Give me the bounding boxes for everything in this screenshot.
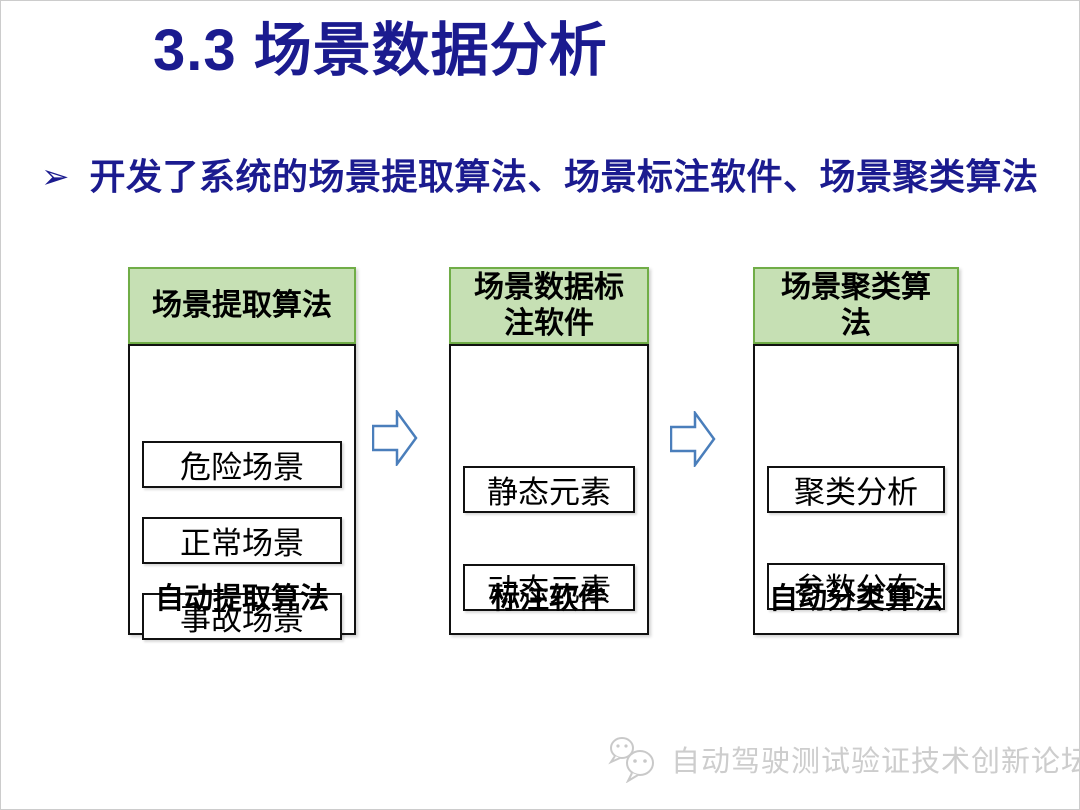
column-header: 场景提取算法: [128, 267, 356, 344]
watermark-text: 自动驾驶测试验证技术创新论坛: [671, 746, 1080, 778]
item-box: 正常场景: [142, 517, 342, 564]
item-box: 参数分布: [767, 563, 945, 610]
item-box: 静态元素: [463, 466, 635, 513]
page-title: 3.3 场景数据分析: [153, 18, 608, 83]
item-box: 事故场景: [142, 593, 342, 640]
column-scene-extraction: 场景提取算法 危险场景 正常场景 事故场景 自动提取算法: [128, 267, 356, 640]
column-body: 静态元素 动态元素 标注软件: [449, 344, 649, 635]
item-box: 动态元素: [463, 564, 635, 611]
column-annotation-software: 场景数据标注软件 静态元素 动态元素 标注软件: [449, 267, 649, 635]
column-footer: 标注软件: [490, 583, 607, 615]
bullet-text: 开发了系统的场景提取算法、场景标注软件、场景聚类算法: [89, 156, 1039, 197]
bullet-row: ➢ 开发了系统的场景提取算法、场景标注软件、场景聚类算法: [41, 153, 1061, 201]
flow-arrow-icon: [372, 410, 418, 466]
column-clustering: 场景聚类算法 聚类分析 参数分布 自动分类算法: [753, 267, 959, 635]
flow-arrow-icon: [670, 411, 716, 467]
column-footer: 自动提取算法: [154, 583, 329, 615]
column-header: 场景聚类算法: [753, 267, 959, 344]
wechat-icon: [608, 737, 654, 783]
watermark: 自动驾驶测试验证技术创新论坛: [607, 735, 1080, 783]
column-footer: 自动分类算法: [768, 583, 943, 615]
column-body: 聚类分析 参数分布 自动分类算法: [753, 344, 959, 635]
column-header: 场景数据标注软件: [449, 267, 649, 344]
column-body: 危险场景 正常场景 事故场景 自动提取算法: [128, 344, 356, 640]
item-box: 危险场景: [142, 441, 342, 488]
item-box: 聚类分析: [767, 466, 945, 513]
bullet-arrow-icon: ➢: [41, 158, 70, 196]
